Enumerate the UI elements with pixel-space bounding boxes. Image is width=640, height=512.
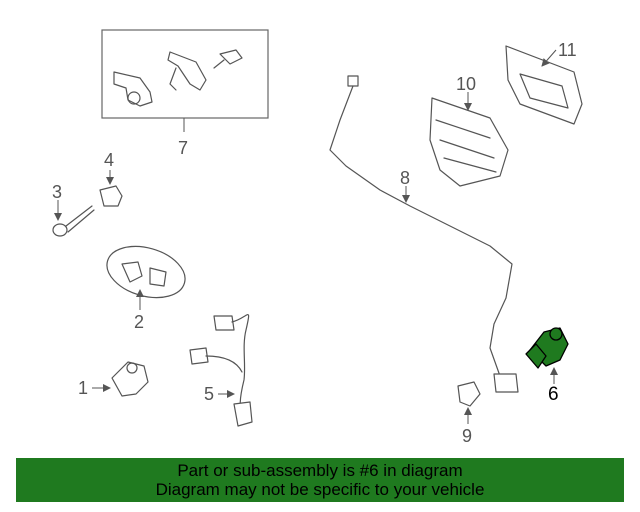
part-8-wire bbox=[329, 85, 513, 383]
part-7-group[interactable] bbox=[101, 29, 269, 132]
part-9-sensor-body bbox=[457, 381, 481, 407]
part-5-wire-branch bbox=[205, 355, 243, 373]
part-6-sensor-plug bbox=[525, 343, 547, 369]
part-5-connector-bottom bbox=[233, 401, 253, 427]
callout-9[interactable]: 9 bbox=[462, 426, 472, 446]
part-10-module-ribs bbox=[435, 119, 497, 173]
part-5-connector-left bbox=[189, 347, 209, 365]
part-3-bolt[interactable] bbox=[52, 200, 95, 237]
part-11-bracket-body bbox=[505, 45, 583, 125]
part-1-sensor-port bbox=[126, 362, 138, 374]
part-5-wire-main bbox=[231, 314, 250, 421]
info-banner-line-1: Part or sub-assembly is #6 in diagram bbox=[177, 461, 463, 480]
callout-6[interactable]: 6 bbox=[548, 384, 559, 405]
part-8-end-top bbox=[347, 75, 359, 87]
callout-7[interactable]: 7 bbox=[178, 138, 188, 158]
part-9-sensor[interactable] bbox=[457, 381, 481, 424]
part-10-module-body bbox=[429, 97, 509, 187]
callout-3[interactable]: 3 bbox=[52, 182, 62, 202]
part-7-bracket-b bbox=[167, 51, 207, 91]
part-2-emblem[interactable] bbox=[101, 238, 191, 310]
part-4-clip-body bbox=[99, 185, 123, 207]
part-11-leader bbox=[541, 49, 557, 67]
part-7-bracket-a bbox=[113, 71, 153, 107]
part-6-sensor[interactable] bbox=[525, 327, 569, 384]
part-11-bracket-inner bbox=[519, 73, 569, 109]
part-3-bolt-shank bbox=[65, 205, 95, 233]
callout-4[interactable]: 4 bbox=[104, 150, 114, 170]
callout-11[interactable]: 11 bbox=[558, 40, 577, 60]
part-11-bracket[interactable] bbox=[505, 45, 583, 125]
part-7-bracket-knob bbox=[127, 91, 141, 105]
callout-5[interactable]: 5 bbox=[204, 384, 214, 404]
part-8-end-bottom bbox=[493, 373, 519, 393]
callout-2[interactable]: 2 bbox=[134, 312, 144, 332]
callout-8[interactable]: 8 bbox=[400, 168, 410, 188]
part-3-bolt-head bbox=[52, 223, 68, 237]
part-1-sensor[interactable] bbox=[92, 361, 149, 397]
part-5-harness[interactable] bbox=[189, 314, 253, 427]
callout-1[interactable]: 1 bbox=[78, 378, 88, 398]
part-4-clip[interactable] bbox=[99, 170, 123, 207]
part-7-box bbox=[101, 29, 269, 119]
part-2-emblem-body bbox=[106, 245, 186, 299]
part-7-bolt-shank bbox=[213, 59, 225, 69]
part-7-bracket-b-tab bbox=[169, 67, 177, 91]
part-7-bolt-head bbox=[219, 49, 243, 65]
part-10-module[interactable] bbox=[429, 92, 509, 187]
callout-10[interactable]: 10 bbox=[456, 74, 476, 94]
info-banner: Part or sub-assembly is #6 in diagram Di… bbox=[16, 458, 624, 502]
part-6-sensor-boss bbox=[549, 327, 563, 341]
part-1-sensor-body bbox=[111, 361, 149, 397]
part-8-harness[interactable] bbox=[329, 75, 519, 393]
part-5-connector-top bbox=[213, 315, 235, 331]
info-banner-line-2: Diagram may not be specific to your vehi… bbox=[155, 480, 485, 499]
part-2-emblem-detail bbox=[121, 261, 167, 287]
